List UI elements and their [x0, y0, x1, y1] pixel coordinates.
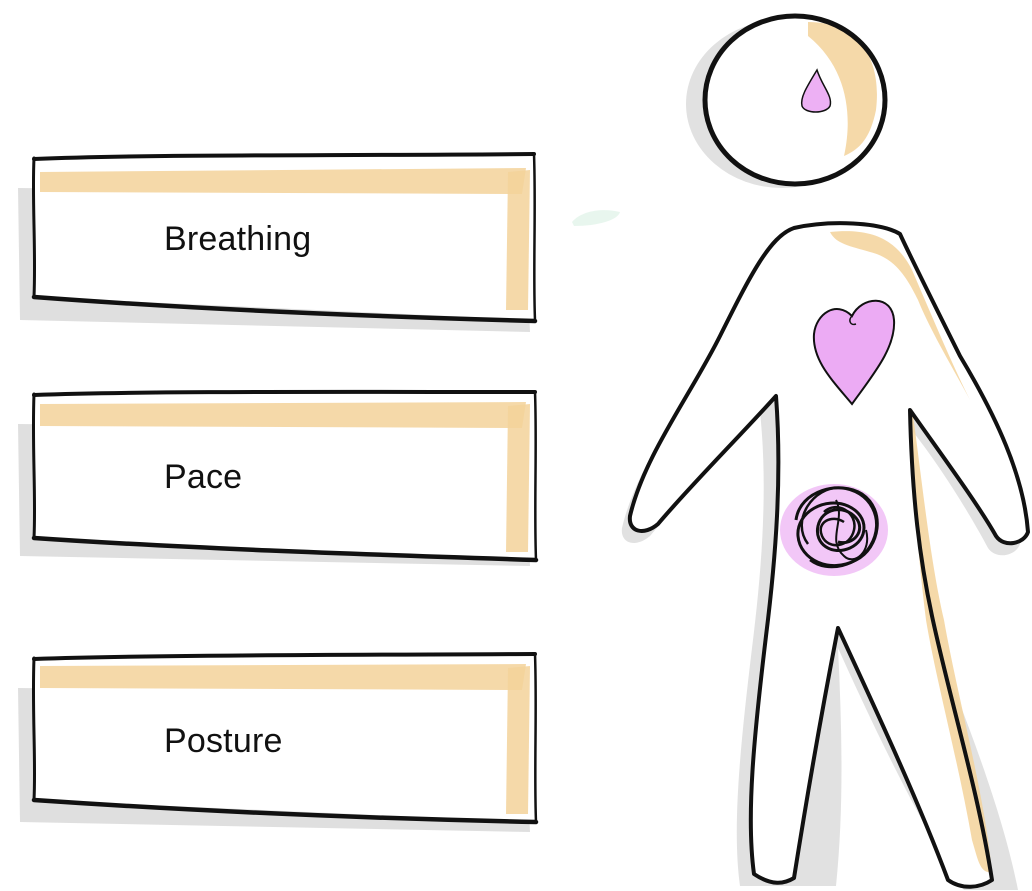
pace-label: Pace [164, 458, 242, 497]
posture-label: Posture [164, 722, 283, 761]
breathing-box: Breathing [30, 150, 536, 330]
tangle-scribble-icon [780, 484, 888, 576]
pace-box: Pace [30, 386, 536, 566]
box-frame-shape [30, 650, 536, 830]
posture-box: Posture [30, 650, 536, 830]
breathing-label: Breathing [164, 220, 311, 259]
head-icon [686, 16, 885, 188]
box-frame-shape [30, 386, 536, 566]
human-figure [600, 0, 1032, 891]
